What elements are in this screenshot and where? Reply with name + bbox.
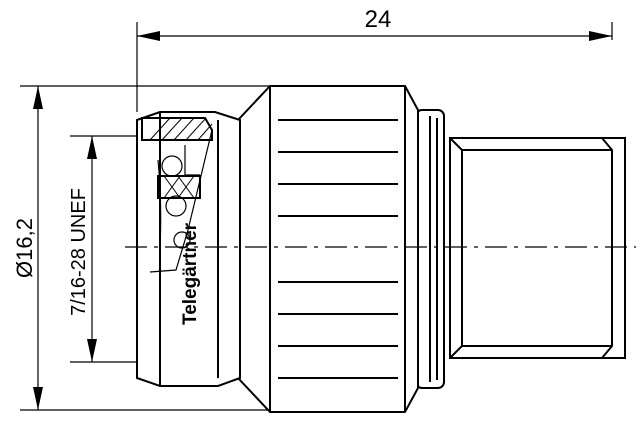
rear-plug-chamfer-left [449, 137, 463, 359]
coupling-nut [237, 85, 419, 413]
length-arrow-left [137, 31, 160, 41]
diameter-dimension: Ø16,2 [12, 85, 270, 411]
length-dimension: 24 [136, 6, 613, 112]
collar-rings [415, 109, 445, 389]
front-body-outline [136, 111, 241, 387]
length-value: 24 [365, 6, 392, 33]
rear-plug-body [449, 137, 626, 359]
diameter-value: Ø16,2 [12, 218, 37, 278]
nut-knurl-lines [278, 119, 398, 379]
diameter-arrow-bottom [33, 387, 43, 410]
o-ring-bottom [165, 195, 187, 217]
thread-value: 7/16-28 UNEF [68, 188, 90, 316]
manufacturer-logo: Telegärtner [180, 222, 201, 325]
cutaway-edge [149, 129, 213, 273]
thread-arrow-bottom [87, 339, 97, 362]
diameter-arrow-top [33, 86, 43, 109]
inner-sleeve-curve [157, 159, 162, 251]
rear-plug [449, 137, 626, 359]
thread-dimension: 7/16-28 UNEF [68, 135, 140, 363]
length-arrow-right [589, 31, 612, 41]
section-hatch-top [141, 117, 213, 141]
o-ring-top [161, 155, 183, 177]
rear-plug-chamfer-right [601, 137, 613, 359]
inner-ring [173, 231, 191, 249]
sealing-ring [157, 155, 201, 217]
coupling-nut-body [237, 85, 419, 413]
front-thread-section: Telegärtner [136, 111, 241, 387]
thread-arrow-top [87, 136, 97, 159]
